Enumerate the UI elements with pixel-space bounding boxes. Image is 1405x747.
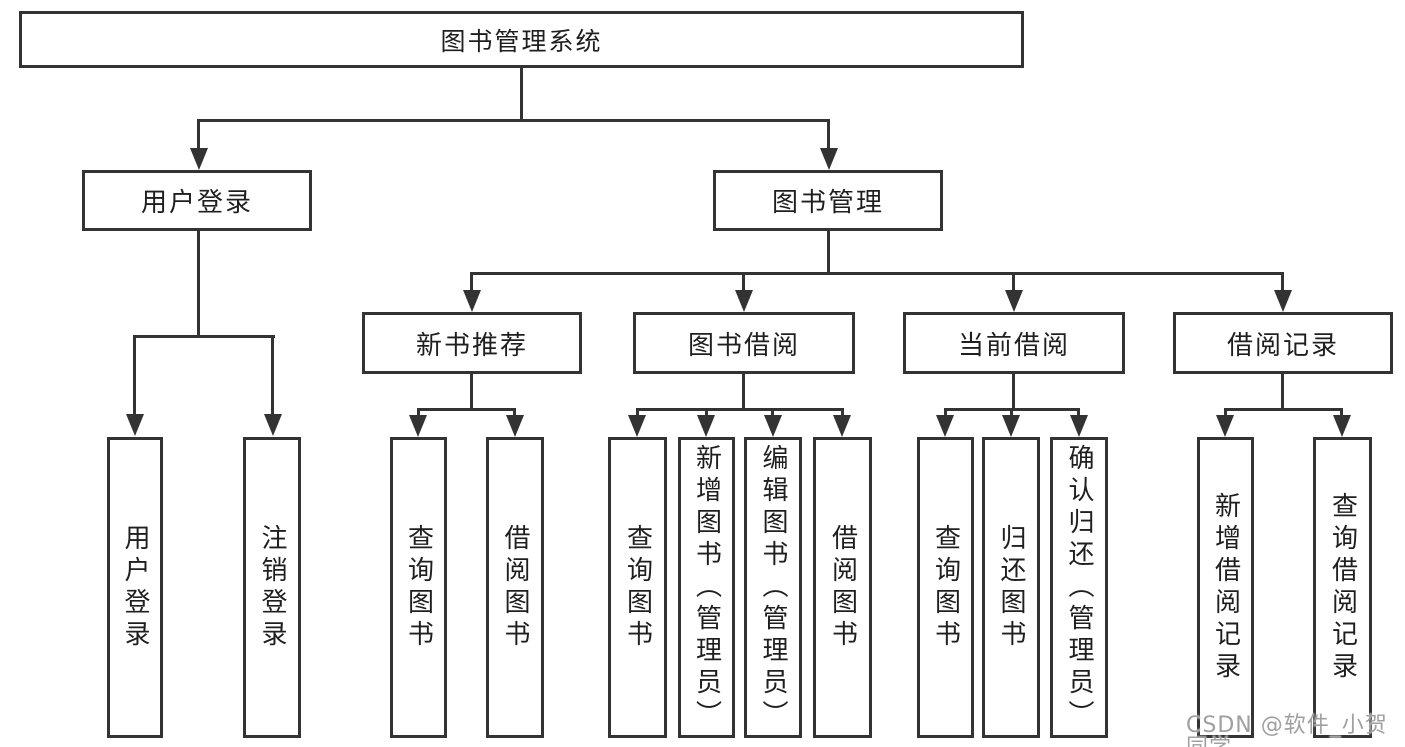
node-book-borrow-label: 图书借阅 (687, 330, 800, 361)
connector-line (742, 272, 745, 292)
leaf-query-books-borrow-label: 查询图书 (622, 523, 653, 652)
arrow-down-icon (1274, 290, 1292, 312)
leaf-query-books-borrow: 查询图书 (608, 437, 667, 738)
leaf-query-books-recommend-label: 查询图书 (403, 523, 434, 652)
connector-line (771, 408, 774, 418)
watermark: CSDN @软件_小贺同学 (1186, 713, 1388, 747)
leaf-borrow-books-recommend: 借阅图书 (486, 437, 544, 738)
arrow-down-icon (833, 415, 851, 437)
connector-line (197, 119, 200, 150)
connector-line (1012, 272, 1015, 292)
node-user-login-label: 用户登录 (140, 188, 253, 218)
connector-line (271, 335, 274, 416)
node-new-book-recommend-label: 新书推荐 (415, 330, 528, 361)
leaf-borrow-books-label: 借阅图书 (827, 523, 858, 652)
leaf-user-login: 用户登录 (107, 437, 163, 738)
arrow-down-icon (1333, 415, 1351, 437)
leaf-return-books-label: 归还图书 (996, 523, 1026, 652)
connector-line (133, 335, 136, 416)
node-root: 图书管理系统 (19, 11, 1024, 68)
leaf-query-books-current-label: 查询图书 (930, 523, 961, 652)
leaf-add-books-admin-label: 新增图书（管理员） (691, 443, 722, 732)
connector-line (520, 68, 523, 122)
connector-line (470, 272, 1284, 275)
leaf-add-borrow-record-label: 新增借阅记录 (1210, 491, 1241, 684)
node-book-management: 图书管理 (713, 170, 943, 231)
connector-line (1224, 408, 1227, 418)
connector-line (1010, 408, 1013, 418)
arrow-down-icon (764, 415, 782, 437)
connector-line (1077, 408, 1080, 418)
connector-line (197, 119, 830, 122)
arrow-down-icon (1002, 415, 1020, 437)
leaf-query-borrow-record-label: 查询借阅记录 (1327, 491, 1358, 684)
connector-line (197, 231, 200, 338)
node-root-label: 图书管理系统 (440, 26, 603, 56)
arrow-down-icon (936, 415, 954, 437)
leaf-return-books: 归还图书 (982, 437, 1040, 738)
arrow-down-icon (820, 148, 838, 170)
connector-line (133, 335, 275, 338)
leaf-edit-books-admin-label: 编辑图书（管理员） (758, 443, 788, 732)
connector-line (1224, 408, 1343, 411)
node-user-login: 用户登录 (82, 170, 312, 231)
connector-line (470, 374, 473, 411)
leaf-add-borrow-record: 新增借阅记录 (1197, 437, 1254, 738)
leaf-edit-books-admin: 编辑图书（管理员） (744, 437, 802, 738)
connector-line (742, 374, 745, 411)
arrow-down-icon (1005, 290, 1023, 312)
leaf-query-borrow-record: 查询借阅记录 (1313, 437, 1372, 738)
arrow-down-icon (1070, 415, 1088, 437)
connector-line (1340, 408, 1343, 418)
node-book-borrow: 图书借阅 (633, 312, 855, 374)
arrow-down-icon (735, 290, 753, 312)
arrow-down-icon (126, 414, 144, 436)
node-current-borrow-label: 当前借阅 (957, 330, 1070, 361)
connector-line (705, 408, 708, 418)
arrow-down-icon (409, 415, 427, 437)
connector-line (470, 272, 473, 292)
connector-line (636, 408, 844, 411)
connector-line (417, 408, 420, 418)
node-current-borrow: 当前借阅 (903, 312, 1125, 374)
connector-line (841, 408, 844, 418)
connector-line (1281, 272, 1284, 292)
leaf-borrow-books-recommend-label: 借阅图书 (500, 523, 530, 652)
arrow-down-icon (506, 415, 524, 437)
arrow-down-icon (190, 148, 208, 170)
arrow-down-icon (628, 415, 646, 437)
arrow-down-icon (463, 290, 481, 312)
connector-line (827, 231, 830, 275)
leaf-logout-label: 注销登录 (257, 523, 287, 652)
connector-line (513, 408, 516, 418)
connector-line (1012, 374, 1015, 411)
leaf-logout: 注销登录 (243, 437, 301, 738)
leaf-borrow-books: 借阅图书 (813, 437, 872, 738)
connector-line (636, 408, 639, 418)
leaf-query-books-recommend: 查询图书 (390, 437, 447, 738)
node-borrow-records: 借阅记录 (1173, 312, 1393, 374)
connector-line (417, 408, 516, 411)
leaf-confirm-return-admin: 确认归还（管理员） (1050, 437, 1108, 738)
connector-line (944, 408, 947, 418)
arrow-down-icon (1216, 415, 1234, 437)
leaf-add-books-admin: 新增图书（管理员） (678, 437, 735, 738)
node-borrow-records-label: 借阅记录 (1226, 330, 1339, 361)
leaf-confirm-return-admin-label: 确认归还（管理员） (1064, 443, 1094, 732)
connector-line (827, 119, 830, 150)
leaf-query-books-current: 查询图书 (917, 437, 974, 738)
connector-line (1281, 374, 1284, 411)
arrow-down-icon (697, 415, 715, 437)
node-new-book-recommend: 新书推荐 (362, 312, 582, 374)
node-book-management-label: 图书管理 (771, 188, 884, 218)
leaf-user-login-label: 用户登录 (120, 523, 150, 652)
arrow-down-icon (264, 414, 282, 436)
